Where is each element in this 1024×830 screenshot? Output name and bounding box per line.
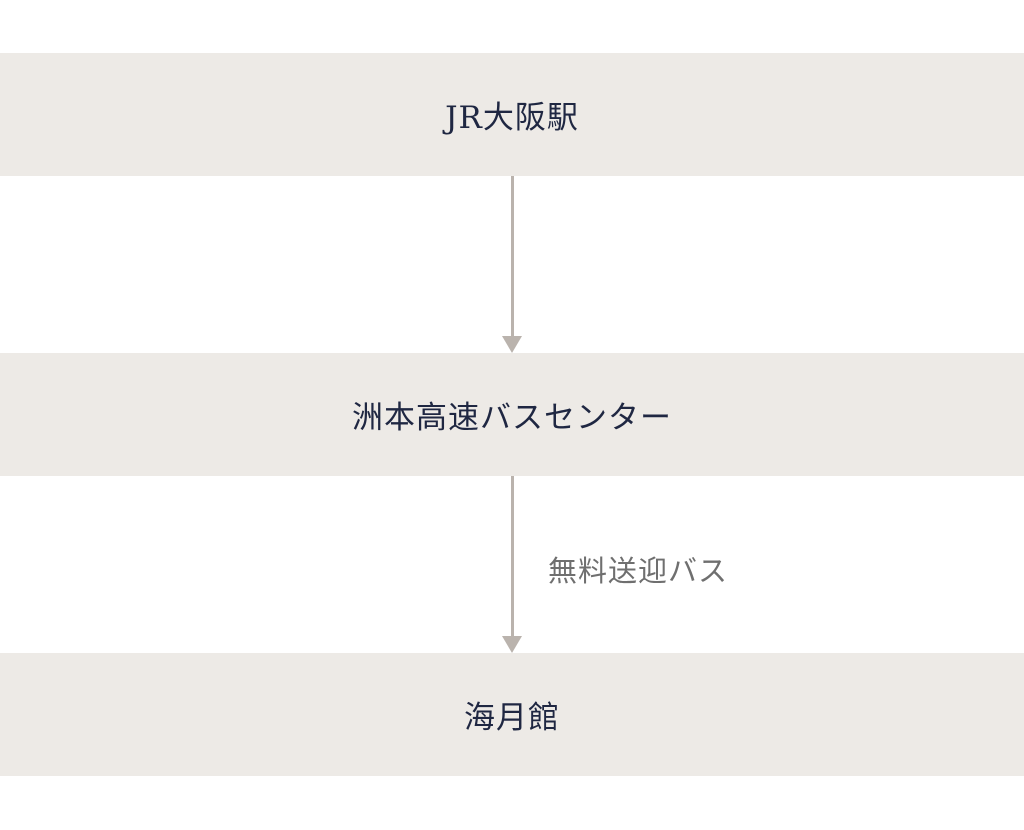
arrow-down-icon [502,336,522,353]
step-box-sumoto-bus-center: 洲本高速バスセンター [0,353,1024,476]
arrow-line [511,476,514,636]
arrow-down-icon [502,636,522,653]
arrow-line [511,176,514,336]
step-box-jr-osaka-station: JR大阪駅 [0,53,1024,176]
step-label: 洲本高速バスセンター [352,400,672,436]
connector-label: 無料送迎バス [548,554,729,588]
step-box-kaigetsukan: 海月館 [0,653,1024,776]
step-label: JR大阪駅 [445,100,579,136]
step-label: 海月館 [464,700,560,736]
